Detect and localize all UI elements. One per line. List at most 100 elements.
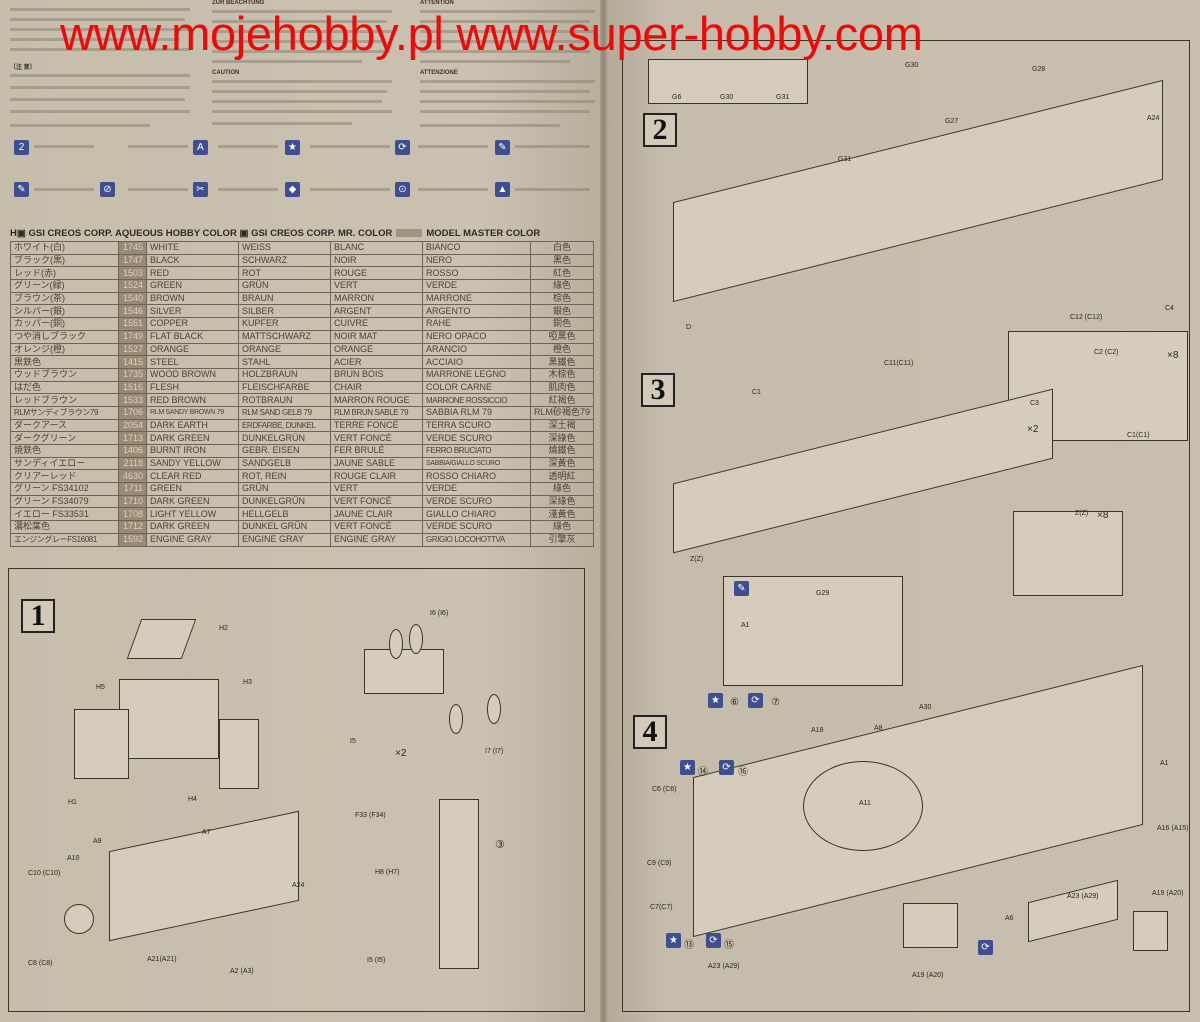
german-name: RLM SAND GELB 79 <box>238 405 331 420</box>
chinese-name: 白色 <box>530 241 594 255</box>
english-name: GREEN <box>146 482 239 496</box>
english-name: DARK GREEN <box>146 520 239 534</box>
model-master-number: 1735 <box>118 367 147 382</box>
german-name: HELLGELB <box>238 507 331 522</box>
model-master-number: 1551 <box>118 317 147 331</box>
part-label: C9 (C9) <box>647 860 672 867</box>
chinese-name: 綠色 <box>530 279 594 293</box>
callout-15: ⑮ <box>724 940 734 951</box>
french-name: ROUGE <box>330 266 423 281</box>
german-name: BRAUN <box>238 291 331 306</box>
chinese-name: 燒鐵色 <box>530 444 594 458</box>
german-name: GRÜN <box>238 482 331 496</box>
italian-name: NERO OPACO <box>422 329 531 344</box>
model-master-number: 1592 <box>118 532 147 547</box>
part-label: C3 <box>1030 400 1039 407</box>
part-label: C2 (C2) <box>1094 349 1119 356</box>
model-master-number: 1706 <box>118 405 147 420</box>
japanese-name: ブラック(黒) <box>10 253 119 268</box>
part-label: A6 <box>1005 915 1014 922</box>
part-label: C12 (C12) <box>1070 314 1103 321</box>
english-name: BURNT IRON <box>146 444 239 458</box>
part-label: F33 (F34) <box>355 812 386 819</box>
drill-symbol-icon: ⊘ <box>100 182 115 197</box>
sticker-symbol-icon: ◆ <box>285 182 300 197</box>
part-label: A23 (A29) <box>708 963 740 970</box>
brush-symbol-icon: ✎ <box>14 182 29 197</box>
french-name: CUIVRE <box>330 317 423 331</box>
english-name: DARK GREEN <box>146 494 239 509</box>
german-name: WEISS <box>238 241 331 255</box>
part-i7 <box>449 704 463 734</box>
english-name: DARK EARTH <box>146 418 239 433</box>
german-name: ROT <box>238 266 331 281</box>
french-name: VERT FONCÉ <box>330 431 423 445</box>
italian-name: NERO <box>422 253 531 268</box>
german-name: GEBR. EISEN <box>238 444 331 458</box>
part-label: H1 <box>68 799 77 806</box>
paint-symbol-icon: A <box>193 140 208 155</box>
model-master-number: 1546 <box>118 304 147 319</box>
japanese-name: シルバー(銀) <box>10 304 119 319</box>
french-name: MARRON ROUGE <box>330 393 423 407</box>
chinese-name: 啞黑色 <box>530 329 594 344</box>
part-a19-box <box>903 903 958 948</box>
italian-name: VERDE SCURO <box>422 494 531 509</box>
part-label: G6 <box>672 94 682 101</box>
english-name: RED <box>146 266 239 281</box>
japanese-name: ホワイト(白) <box>10 241 119 255</box>
step-1-box: 1 <box>8 568 585 1012</box>
english-name: RLM SANDY BROWN 79 <box>146 405 239 420</box>
italian-name: VERDE SCURO <box>422 520 531 534</box>
decal-icon: ★ <box>666 933 681 948</box>
callout-7: ⑦ <box>771 697 780 708</box>
part-label: C1 <box>752 389 761 396</box>
watermark: www.mojehobby.pl www.super-hobby.com <box>60 7 923 60</box>
japanese-name: レッドブラウン <box>10 393 119 407</box>
part-label: I5 <box>350 738 356 745</box>
french-name: ENGINE GRAY <box>330 532 423 547</box>
part-label: C6 (C6) <box>652 786 677 793</box>
japanese-name: はだ色 <box>10 380 119 395</box>
part-label: C11(C11) <box>884 360 914 367</box>
chinese-name: 透明紅 <box>530 469 594 484</box>
decal-icon: ★ <box>680 760 695 775</box>
legend-model-master: MODEL MASTER COLOR <box>426 228 541 239</box>
german-name: ROT, REIN <box>238 469 331 484</box>
japanese-name: グリーン FS34079 <box>10 494 119 509</box>
part-label: G27 <box>945 118 959 125</box>
decal-icon: ★ <box>708 693 723 708</box>
hull-lower <box>673 79 1163 303</box>
french-name: JAUNE CLAIR <box>330 507 423 522</box>
german-name: SILBER <box>238 304 331 319</box>
italian-name: TERRA SCURO <box>422 418 531 433</box>
part-label: Z(Z) <box>1075 510 1089 517</box>
italian-name: VERDE <box>422 279 531 293</box>
german-name: SCHWARZ <box>238 253 331 268</box>
heading-attenzione: ATTENZIONE <box>420 70 458 76</box>
callout-sub-3: ③ <box>495 839 505 851</box>
french-name: VERT FONCÉ <box>330 520 423 534</box>
part-i6 <box>409 624 423 654</box>
french-name: ROUGE CLAIR <box>330 469 423 484</box>
part-i5 <box>364 649 444 694</box>
part-label: C7(C7) <box>650 904 673 911</box>
japanese-name: サンディイエロー <box>10 456 119 471</box>
model-master-number: 1406 <box>118 444 147 458</box>
english-name: WOOD BROWN <box>146 367 239 382</box>
japanese-name: レッド(赤) <box>10 266 119 281</box>
german-name: FLEISCHFARBE <box>238 380 331 395</box>
part-label: A9 <box>93 838 102 845</box>
part-label: A19 (A20) <box>912 972 944 979</box>
part-label: C8 (C8) <box>28 960 53 967</box>
french-name: VERT <box>330 482 423 496</box>
